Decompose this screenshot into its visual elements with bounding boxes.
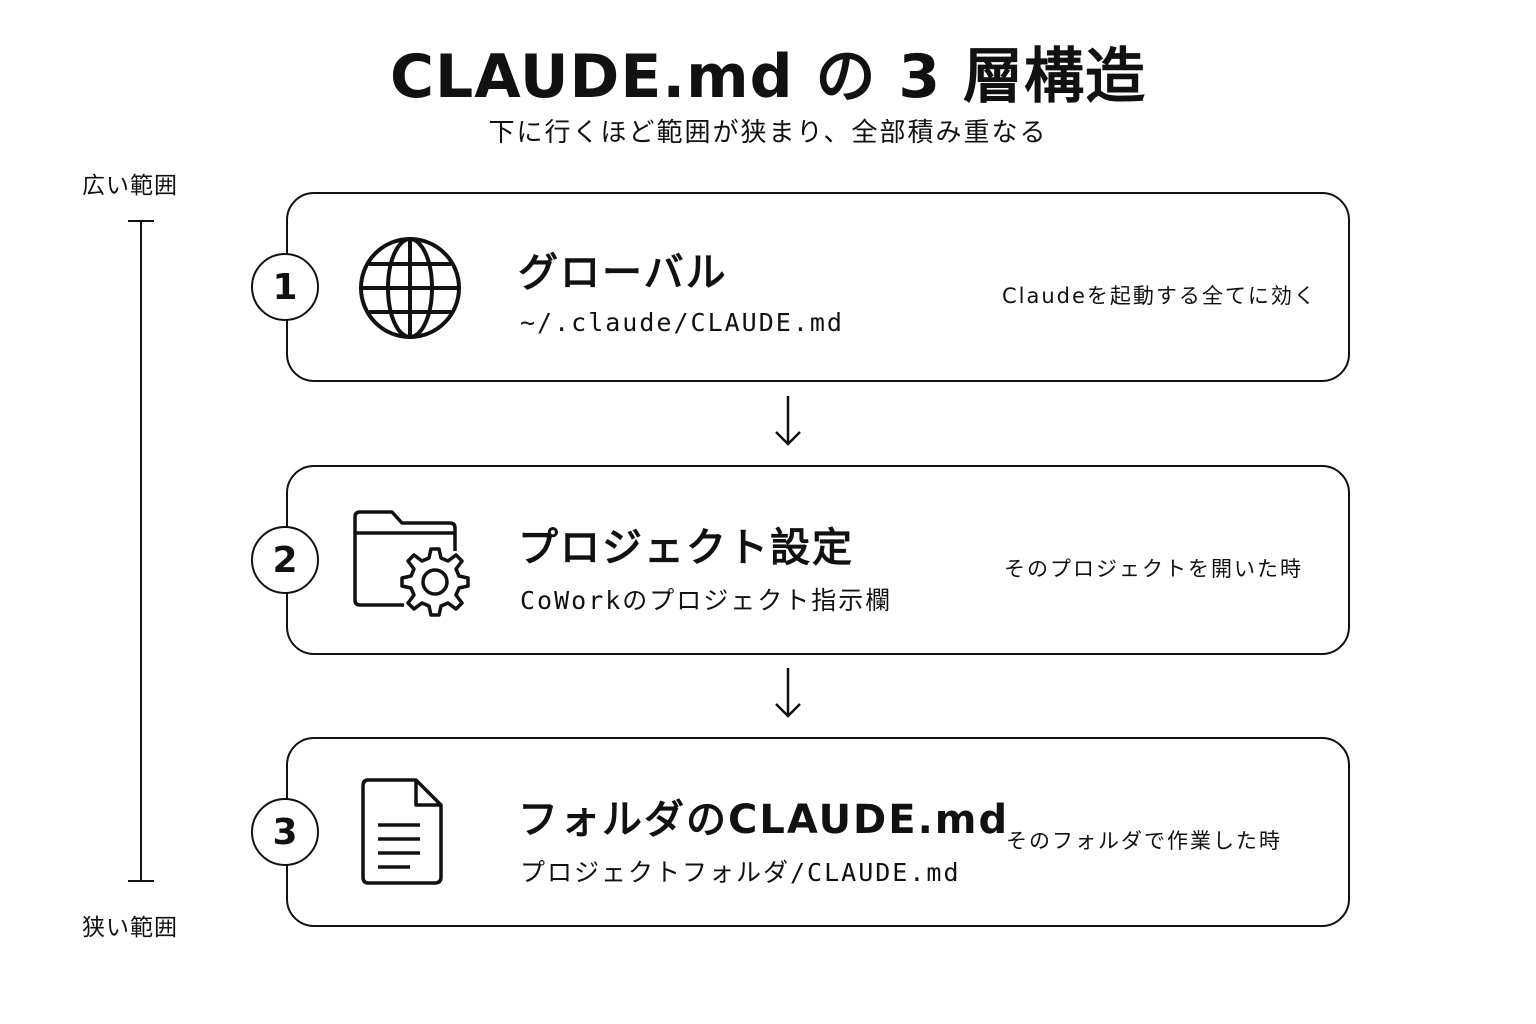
down-arrow-icon [775, 668, 801, 718]
layer-path: CoWorkのプロジェクト指示欄 [520, 586, 893, 615]
globe-icon [359, 237, 461, 339]
layer-number-badge: 1 [251, 253, 319, 321]
scope-label-wide: 広い範囲 [82, 173, 178, 199]
down-arrow-icon [775, 396, 801, 446]
layer-note: そのフォルダで作業した時 [1006, 829, 1282, 853]
layer-card-folder: 3 フォルダのCLAUDE.md プロジェクトフォルダ/CLAUDE.md その… [251, 737, 1350, 927]
page-subtitle: 下に行くほど範囲が狭まり、全部積み重なる [488, 118, 1048, 148]
layer-number-badge: 3 [251, 798, 319, 866]
layer-note: Claudeを起動する全てに効く [1002, 284, 1317, 308]
layer-path: プロジェクトフォルダ/CLAUDE.md [520, 858, 961, 887]
layer-title: フォルダのCLAUDE.md [518, 797, 1010, 843]
folder-gear-icon [353, 510, 470, 617]
layer-path: ~/.claude/CLAUDE.md [520, 308, 844, 337]
layer-card-global: 1 グローバル ~/.claude/CLAUDE.md Claudeを起動する全… [251, 192, 1350, 382]
layer-title: グローバル [518, 250, 728, 296]
layer-number-badge: 2 [251, 526, 319, 594]
layer-card-project: 2 プロジェクト設定 CoWorkのプロジェクト指示欄 そのプロジェクトを開いた… [251, 465, 1350, 655]
layer-title: プロジェクト設定 [518, 525, 854, 571]
page-title: CLAUDE.md の 3 層構造 [389, 42, 1147, 112]
scope-label-narrow: 狭い範囲 [82, 915, 178, 941]
layer-note: そのプロジェクトを開いた時 [1004, 557, 1303, 581]
scope-line [140, 220, 142, 882]
scope-cap-bottom [128, 880, 154, 882]
document-icon [361, 778, 443, 885]
